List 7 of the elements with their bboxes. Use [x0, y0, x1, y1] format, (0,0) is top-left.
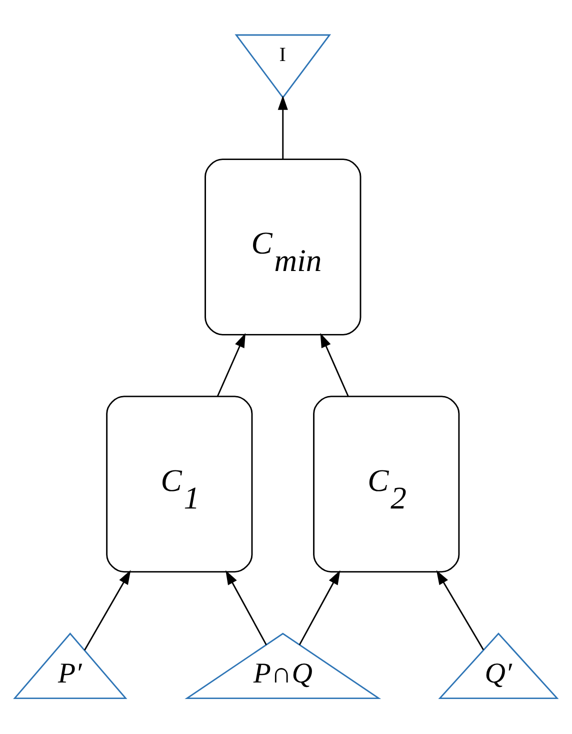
arrow: [298, 570, 340, 646]
arrow: [320, 333, 349, 396]
arrow: [436, 570, 484, 650]
arrow: [226, 570, 267, 646]
arrow: [216, 333, 246, 396]
arrow: [84, 570, 131, 650]
arrow: [278, 95, 288, 160]
